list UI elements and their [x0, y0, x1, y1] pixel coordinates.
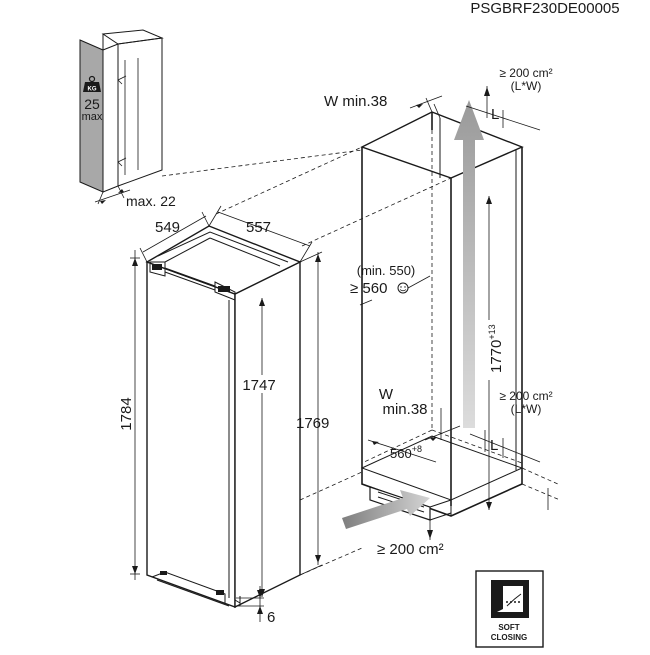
niche-label-l-bottom: L: [490, 437, 498, 454]
door-gap-max: max. 22: [126, 193, 176, 209]
niche-wall-gap-top: W min.38: [324, 93, 387, 110]
niche-depth-min: (min. 550): [357, 263, 416, 278]
niche-wall-gap-bottom-line2: min.38: [382, 401, 427, 418]
niche-vent-mid-line2: (L*W): [511, 402, 542, 416]
niche-depth-pref: ≥ 560: [350, 280, 387, 297]
niche-vent-top-line1: ≥ 200 cm²: [499, 66, 552, 80]
appliance-front: [146, 261, 236, 608]
niche-width: 560+8: [390, 444, 422, 461]
niche-height: 1770+13: [487, 324, 505, 373]
appliance-bottom-gap: 6: [267, 609, 275, 626]
smiley-icon: [397, 282, 409, 294]
appliance-drawing: [145, 225, 302, 609]
soft-closing-badge: SOFT CLOSING: [475, 570, 544, 648]
door-weight-value: 25: [84, 96, 100, 112]
airflow-up-arrow: [454, 100, 484, 428]
appliance-height-inner: 1747: [242, 377, 275, 394]
appliance-height-outer: 1784: [118, 397, 135, 430]
soft-closing-line2: CLOSING: [491, 633, 527, 642]
appliance-depth: 549: [155, 219, 180, 236]
niche-vent-bottom: ≥ 200 cm²: [377, 541, 444, 558]
soft-closing-line1: SOFT: [498, 623, 519, 632]
niche-wall-gap-bottom-line1: W: [379, 386, 394, 403]
door-weight-note: max: [82, 111, 103, 123]
appliance-dimensions: 549 557 1784 1747 1769 6: [118, 205, 329, 626]
niche-label-l-top: L: [491, 106, 499, 123]
weight-icon: [83, 82, 101, 92]
niche-vent-mid-line1: ≥ 200 cm²: [499, 389, 552, 403]
appliance-height-total: 1769: [296, 415, 329, 432]
weight-icon-label: KG: [88, 87, 97, 93]
appliance-width: 557: [246, 219, 271, 236]
soft-closing-icon: [491, 580, 529, 618]
niche-vent-top-line2: (L*W): [511, 79, 542, 93]
door-panel-detail: KG 25 max max. 22: [79, 29, 176, 209]
appliance-side: [102, 43, 119, 193]
airflow-in-arrow: [342, 490, 430, 529]
projection-lines: [161, 146, 452, 576]
appliance-side-face: [234, 260, 301, 609]
doc-code: PSGBRF230DE00005: [470, 0, 619, 17]
niche-drawing: [360, 111, 524, 521]
niche-dimensions: W min.38 L ≥ 200 cm² (L*W) (min. 550) ≥ …: [324, 66, 561, 558]
